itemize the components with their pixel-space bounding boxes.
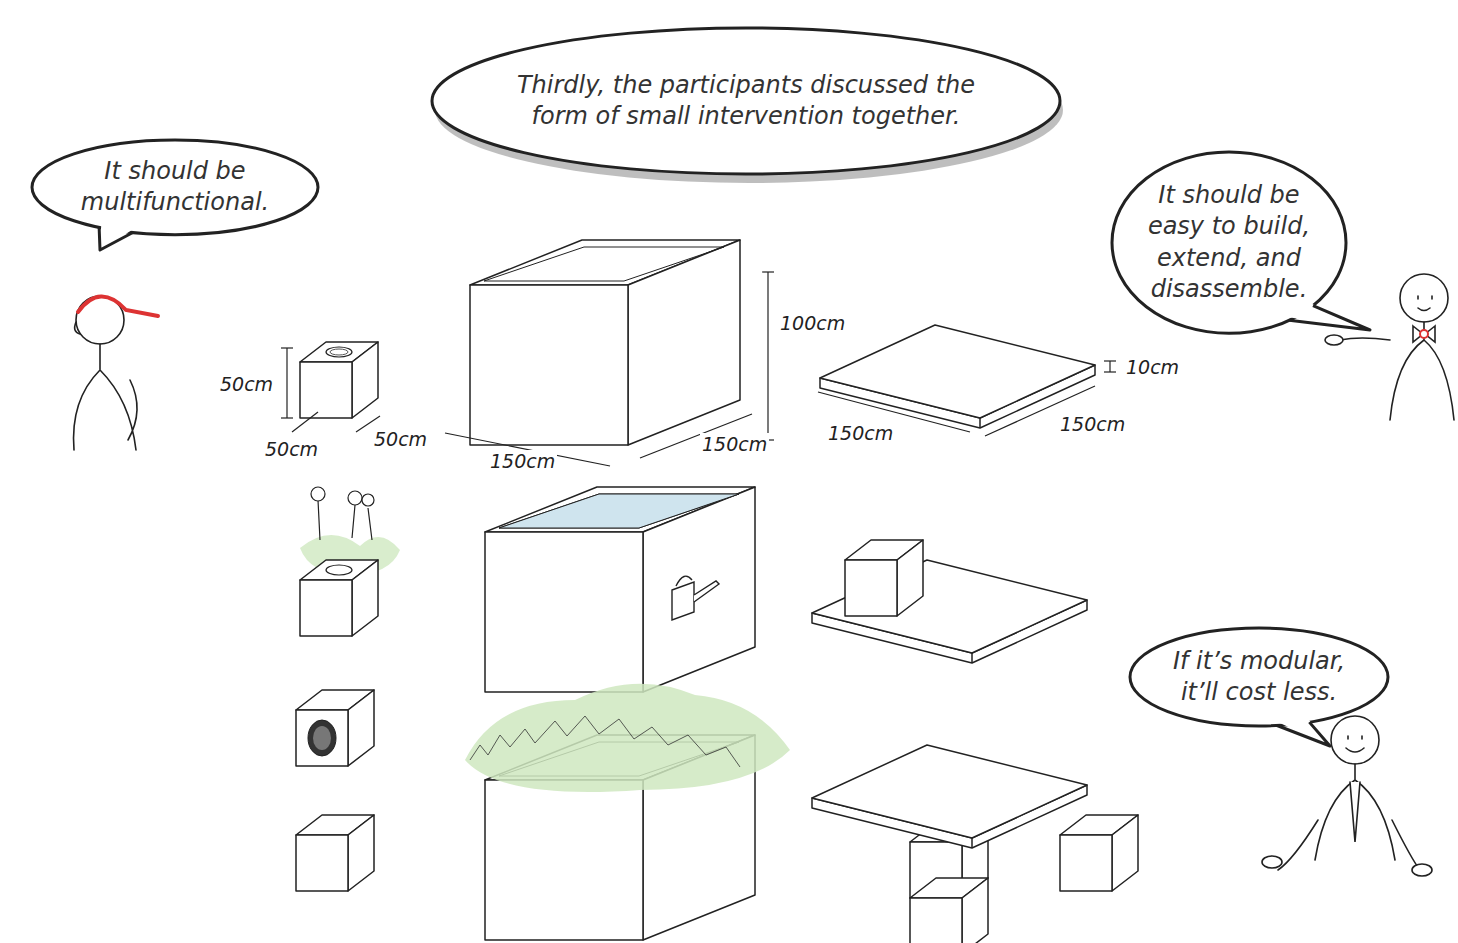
bubble-text: It should be easy to build, extend, and … [1141, 180, 1317, 305]
dimension-label: 10cm [1124, 356, 1181, 378]
bubble-outline [30, 138, 320, 237]
bubble-outline [1110, 150, 1348, 335]
dimension-label: 150cm [1058, 413, 1127, 435]
speech-bubble: It should be multifunctional. [30, 138, 320, 237]
dimension-label: 100cm [778, 312, 847, 334]
bubble-outline [1128, 626, 1390, 728]
bubble-text: Thirdly, the participants discussed the … [512, 70, 980, 132]
dimension-label: 150cm [826, 422, 895, 444]
dimension-label: 150cm [700, 433, 769, 455]
dimension-label: 50cm [263, 438, 320, 460]
speech-bubble: It should be easy to build, extend, and … [1110, 150, 1348, 335]
bubble-text: It should be multifunctional. [68, 156, 283, 218]
bubble-text: If it’s modular, it’ll cost less. [1162, 646, 1356, 708]
dimension-label: 50cm [372, 428, 429, 450]
bubble-outline [430, 26, 1062, 176]
dimension-label: 150cm [488, 450, 557, 472]
speech-bubble: Thirdly, the participants discussed the … [430, 26, 1062, 176]
speech-bubble: If it’s modular, it’ll cost less. [1128, 626, 1390, 728]
dimension-label: 50cm [218, 373, 275, 395]
